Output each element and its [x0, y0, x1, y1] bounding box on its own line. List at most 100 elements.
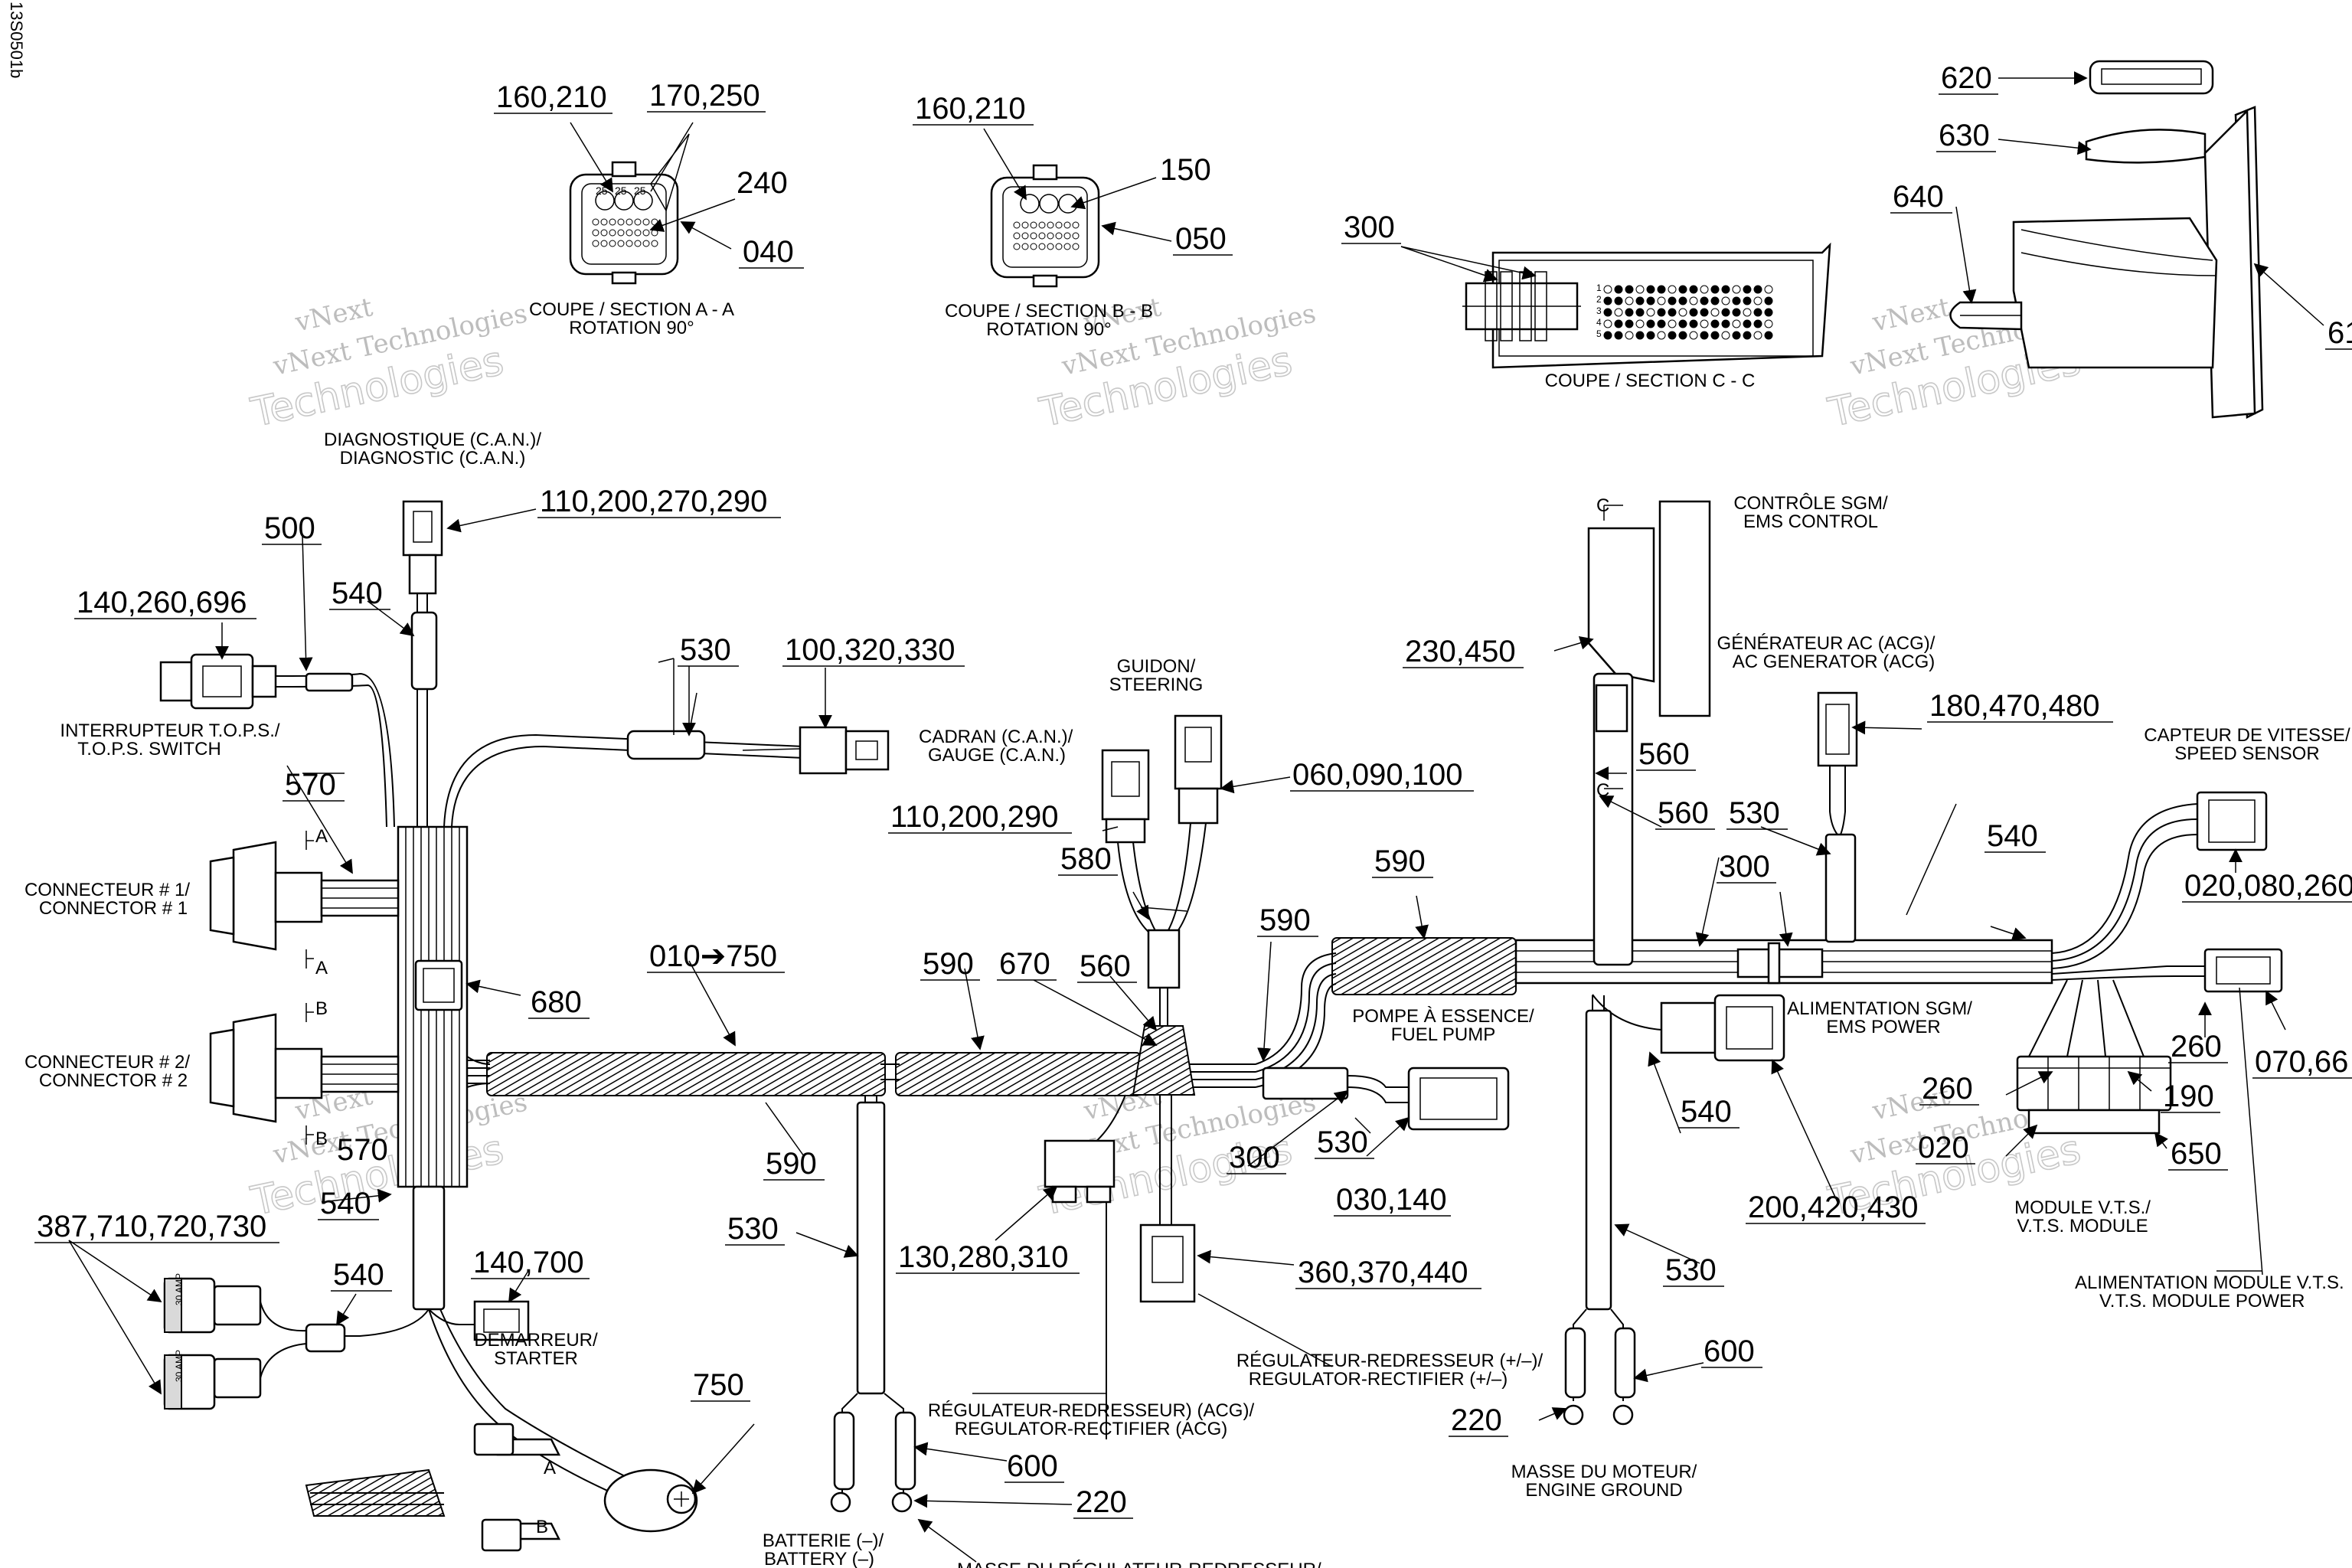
diagnostic-connector: [402, 500, 443, 827]
pin-dot: [651, 229, 658, 237]
ref-label: 590: [766, 1147, 817, 1181]
pin-dot: [1710, 285, 1720, 294]
pin-dot: [1700, 308, 1709, 317]
pin-dot: [1743, 319, 1752, 328]
ref-label: 570: [285, 768, 336, 802]
pin-dot: [1764, 308, 1773, 317]
ref-label: 650: [2171, 1137, 2222, 1171]
pin-dot: [1689, 319, 1698, 328]
pin-dot: [600, 229, 608, 237]
pin-dot: [1635, 308, 1645, 317]
regulator-label: RÉGULATEUR-REDRESSEUR (+/–)/: [1236, 1351, 1544, 1371]
tops-switch: [159, 653, 395, 828]
connector-1-label: CONNECTEUR # 1/: [24, 880, 190, 900]
engine-ground: [1563, 995, 1636, 1426]
pin-dot: [1753, 331, 1762, 340]
vts-module-label: MODULE V.T.S./: [2014, 1197, 2151, 1218]
pin-row-label: 5: [1596, 328, 1602, 339]
pin-dot: [626, 240, 633, 247]
speed-sensor: [2051, 791, 2283, 993]
regulator-acg-label: RÉGULATEUR-REDRESSEUR) (ACG)/: [928, 1400, 1255, 1421]
ref-label: 220: [1076, 1485, 1127, 1519]
fuel-pump-label: FUEL PUMP: [1391, 1024, 1495, 1045]
pin-dot: [1732, 285, 1741, 294]
pin-dot: [634, 229, 642, 237]
pin-dot: [1021, 232, 1029, 240]
pin-dot: [1753, 308, 1762, 317]
section-caption: ROTATION 90°: [986, 319, 1111, 340]
pin-dot: [1678, 331, 1687, 340]
ref-label: 170,250: [649, 79, 760, 113]
pin-dot: [642, 218, 650, 226]
connector-2: B B: [209, 998, 400, 1149]
pin-dot: [1038, 243, 1046, 250]
connector-2-label: CONNECTOR # 2: [39, 1070, 188, 1091]
starter-label: DEMARREUR/: [474, 1330, 598, 1351]
fuel-pump-connector: [1262, 1067, 1510, 1131]
pin-dot: [1063, 243, 1071, 250]
ref-label: 530: [727, 1212, 779, 1246]
battery-ground: [830, 1095, 916, 1513]
pin-dot: [634, 218, 642, 226]
pin-dot: [1668, 308, 1677, 317]
pin-dot: [642, 229, 650, 237]
section-caption: ROTATION 90°: [569, 318, 694, 338]
ref-label: 640: [1893, 180, 1944, 214]
regulator-ground-label: MASSE DU RÉGULATEUR-REDRESSEUR/: [957, 1560, 1321, 1568]
ref-label: 040: [743, 235, 794, 269]
pin-dot: [1625, 285, 1634, 294]
pin-dot: [1710, 319, 1720, 328]
pin-dot: [1732, 296, 1741, 305]
ref-label: 530: [1665, 1253, 1717, 1287]
pin-dot: [1732, 331, 1741, 340]
speed-sensor-label: CAPTEUR DE VITESSE/: [2144, 725, 2350, 746]
pin-dot: [617, 229, 625, 237]
pin-dot: [651, 218, 658, 226]
pin-dot: [1700, 331, 1709, 340]
diagnostic-label: DIAGNOSTIQUE (C.A.N.)/: [324, 430, 541, 450]
ref-label: 300: [1344, 211, 1395, 244]
pin-dot: [1013, 243, 1021, 250]
fuse-label: 30 AMP: [174, 1350, 185, 1382]
pin-dot: [609, 229, 616, 237]
pin-dot: [1603, 285, 1612, 294]
gauge-label: GAUGE (C.A.N.): [928, 745, 1066, 766]
ref-label: 540: [1987, 819, 2038, 853]
steering-connectors: [1101, 714, 1223, 1096]
pin-dot: [1614, 296, 1623, 305]
watermark-vnext: vNext: [1869, 292, 1952, 338]
ref-label: 050: [1175, 222, 1227, 256]
pin-dot: [1700, 296, 1709, 305]
pin-dot: [609, 218, 616, 226]
pin-dot: [1614, 308, 1623, 317]
gauge-label: CADRAN (C.A.N.)/: [919, 727, 1073, 747]
pin-dot: [1625, 319, 1634, 328]
pin-dot: [626, 218, 633, 226]
ref-label: 200,420,430: [1748, 1191, 1918, 1224]
section-c-detail: 1 2 3 4 5 300 COUPE / SECTION C - C: [1341, 211, 1831, 391]
ref-label: 020,080,260: [2184, 869, 2352, 903]
pin-dot: [1072, 221, 1080, 229]
pin-dot: [1689, 296, 1698, 305]
pin-dot: [1635, 331, 1645, 340]
pin-dot: [1743, 308, 1752, 317]
gauge-connector: [443, 726, 890, 828]
connector-1-label: CONNECTOR # 1: [39, 898, 188, 919]
pin-dot: [1721, 296, 1730, 305]
ref-label: 300: [1719, 850, 1770, 884]
ref-label: 530: [1317, 1125, 1368, 1159]
pin-dot: [600, 218, 608, 226]
connector-1: A A: [209, 826, 400, 978]
ref-label: 030,140: [1336, 1183, 1447, 1217]
fuses-starter-battery: 30 AMP 30 AMP A B: [163, 1185, 698, 1552]
pin-dot: [1710, 331, 1720, 340]
pin-dot: [1021, 221, 1029, 229]
pin-dot: [634, 240, 642, 247]
pin-row-label: 3: [1596, 305, 1602, 316]
ref-label: 620: [1941, 61, 1992, 95]
pin-dot: [592, 229, 599, 237]
pin-dot: [1055, 232, 1063, 240]
pin-dot: [1732, 308, 1741, 317]
main-harness: [397, 825, 2053, 1188]
pin-dot: [1038, 232, 1046, 240]
